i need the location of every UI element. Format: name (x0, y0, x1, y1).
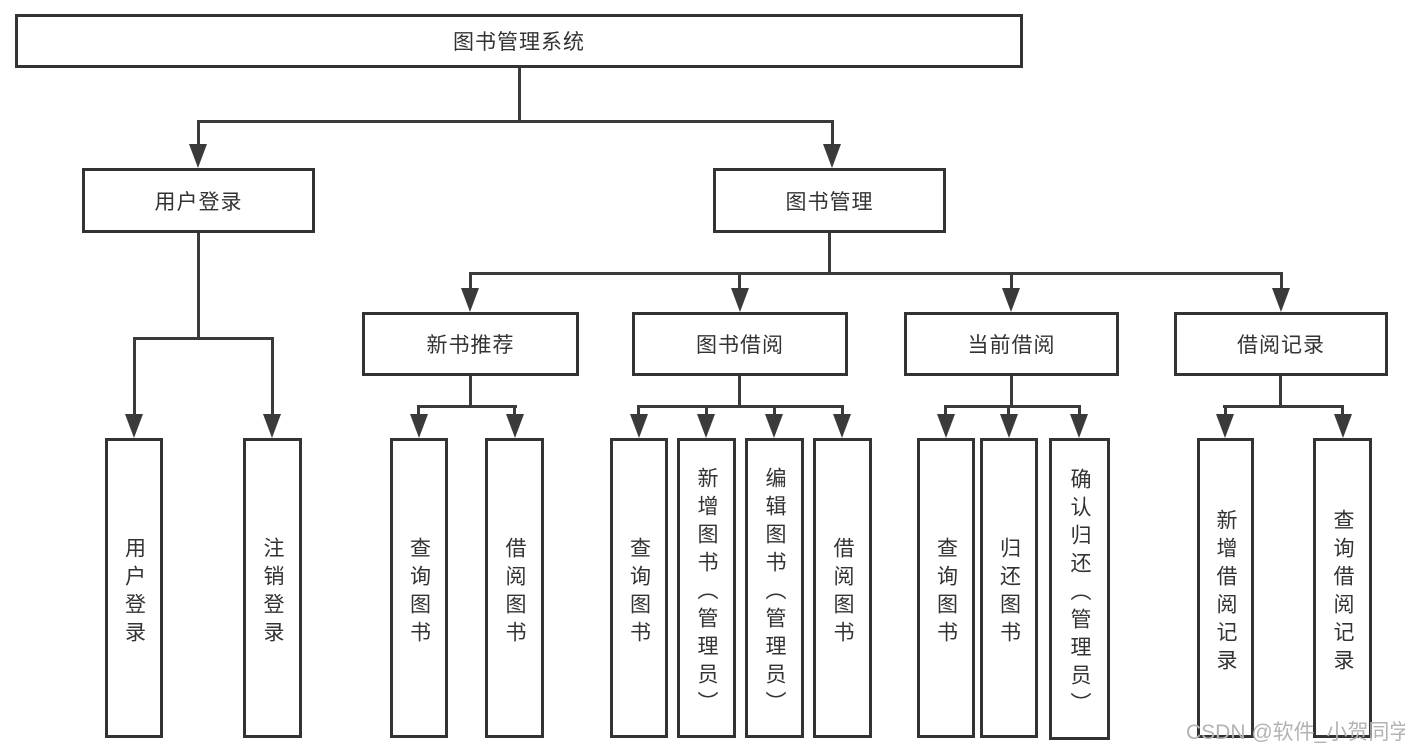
connector-line (518, 68, 521, 120)
node-root: 图书管理系统 (15, 14, 1023, 68)
connector-line (944, 405, 947, 417)
node-current-borrow-label: 当前借阅 (967, 334, 1056, 357)
leaf-borrow-books: 借阅图书 (813, 438, 872, 738)
leaf-borrow-books-label: 借阅图书 (831, 537, 854, 649)
connector-line (197, 120, 200, 148)
connector-line (469, 272, 1283, 275)
leaf-logout: 注销登录 (243, 438, 302, 738)
leaf-add-borrow-record-label: 新增借阅记录 (1214, 509, 1237, 677)
leaf-query-borrow-record-label: 查询借阅记录 (1331, 509, 1354, 677)
connector-line (841, 405, 844, 417)
connector-line (133, 337, 274, 340)
leaf-logout-label: 注销登录 (261, 537, 284, 649)
connector-line (1007, 405, 1010, 417)
arrow-down-icon (1216, 414, 1234, 438)
connector-line (1078, 405, 1081, 417)
node-borrow-records-label: 借阅记录 (1237, 334, 1325, 357)
arrow-down-icon (731, 288, 749, 312)
connector-line (271, 337, 274, 417)
arrow-down-icon (1334, 414, 1352, 438)
connector-line (637, 405, 844, 408)
leaf-return-books: 归还图书 (980, 438, 1038, 738)
leaf-add-book-admin: 新增图书（管理员） (677, 438, 736, 738)
leaf-user-login-label: 用户登录 (122, 537, 146, 649)
connector-line (637, 405, 640, 417)
connector-line (738, 376, 741, 405)
connector-line (197, 233, 200, 337)
connector-line (1010, 376, 1013, 405)
leaf-query-books-borrow-label: 查询图书 (627, 537, 651, 649)
connector-line (417, 405, 420, 417)
leaf-query-books-borrow: 查询图书 (610, 438, 668, 738)
arrow-down-icon (263, 414, 281, 438)
connector-line (1341, 405, 1344, 417)
leaf-edit-book-admin: 编辑图书（管理员） (745, 438, 804, 738)
arrow-down-icon (1000, 414, 1018, 438)
node-book-management: 图书管理 (713, 168, 946, 233)
arrow-down-icon (765, 414, 783, 438)
node-new-book-recommend-label: 新书推荐 (426, 334, 515, 357)
connector-line (831, 120, 834, 148)
arrow-down-icon (189, 144, 207, 168)
connector-line (197, 120, 834, 123)
arrow-down-icon (506, 414, 524, 438)
connector-line (133, 337, 136, 417)
leaf-query-books-current-label: 查询图书 (934, 537, 958, 649)
leaf-query-borrow-record: 查询借阅记录 (1313, 438, 1372, 738)
leaf-query-books-current: 查询图书 (917, 438, 975, 738)
csdn-watermark: CSDN @软件_小贺同学 (1186, 721, 1405, 744)
leaf-confirm-return-admin: 确认归还（管理员） (1049, 438, 1110, 740)
node-current-borrow: 当前借阅 (904, 312, 1119, 376)
arrow-down-icon (125, 414, 143, 438)
node-book-borrow: 图书借阅 (632, 312, 848, 376)
connector-line (469, 376, 472, 405)
connector-line (944, 405, 1081, 408)
connector-line (828, 233, 831, 272)
leaf-borrow-books-recommend: 借阅图书 (485, 438, 544, 738)
connector-line (1280, 272, 1283, 290)
leaf-confirm-return-admin-label: 确认归还（管理员） (1068, 468, 1091, 720)
leaf-borrow-books-recommend-label: 借阅图书 (503, 537, 526, 649)
node-book-borrow-label: 图书借阅 (696, 334, 784, 357)
node-borrow-records: 借阅记录 (1174, 312, 1388, 376)
arrow-down-icon (410, 414, 428, 438)
arrow-down-icon (1070, 414, 1088, 438)
leaf-return-books-label: 归还图书 (997, 537, 1021, 649)
arrow-down-icon (823, 144, 841, 168)
node-new-book-recommend: 新书推荐 (362, 312, 579, 376)
arrow-down-icon (1002, 288, 1020, 312)
connector-line (417, 405, 517, 408)
leaf-user-login: 用户登录 (105, 438, 163, 738)
node-user-login-label: 用户登录 (154, 190, 243, 214)
arrow-down-icon (1272, 288, 1290, 312)
leaf-add-book-admin-label: 新增图书（管理员） (695, 467, 718, 719)
connector-line (1010, 272, 1013, 290)
arrow-down-icon (461, 288, 479, 312)
connector-line (1224, 405, 1227, 417)
connector-line (513, 405, 516, 417)
leaf-query-books-recommend-label: 查询图书 (407, 537, 431, 649)
arrow-down-icon (833, 414, 851, 438)
leaf-add-borrow-record: 新增借阅记录 (1197, 438, 1254, 738)
connector-line (773, 405, 776, 417)
leaf-edit-book-admin-label: 编辑图书（管理员） (763, 467, 786, 719)
node-book-management-label: 图书管理 (785, 190, 874, 214)
connector-line (1223, 405, 1344, 408)
node-root-label: 图书管理系统 (453, 31, 585, 54)
connector-line (1279, 376, 1282, 405)
arrow-down-icon (630, 414, 648, 438)
connector-line (705, 405, 708, 417)
arrow-down-icon (937, 414, 955, 438)
arrow-down-icon (697, 414, 715, 438)
connector-line (738, 272, 741, 290)
connector-line (469, 272, 472, 290)
leaf-query-books-recommend: 查询图书 (390, 438, 448, 738)
node-user-login: 用户登录 (82, 168, 315, 233)
